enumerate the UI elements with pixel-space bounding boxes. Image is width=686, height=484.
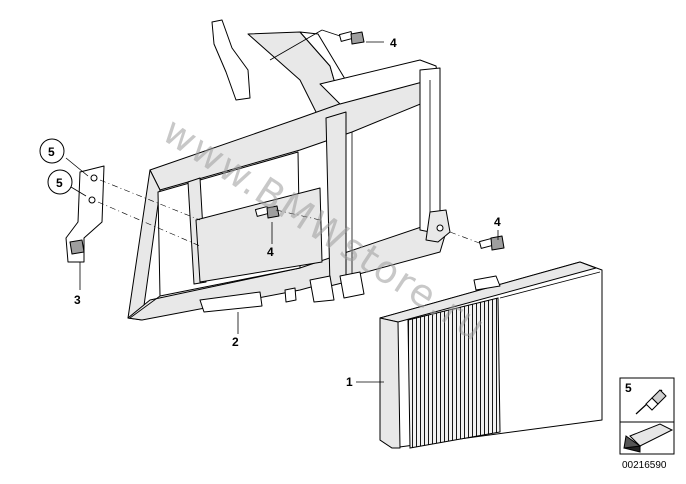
callout-4-middle: 4	[267, 245, 274, 259]
callout-5-lower: 5	[47, 169, 73, 195]
leader-lines	[65, 29, 499, 383]
screw-right	[478, 235, 505, 251]
callout-5-upper: 5	[39, 138, 65, 164]
legend-box: 5	[619, 377, 675, 455]
screw-top	[338, 31, 365, 45]
callout-3: 3	[74, 293, 81, 307]
callout-4-right: 4	[494, 215, 501, 229]
mounting-bracket	[65, 165, 105, 263]
callout-4-top: 4	[390, 36, 397, 50]
diagram-code: 00216590	[622, 460, 667, 471]
legend-label: 5	[625, 381, 632, 395]
arrow-plate-icon	[623, 423, 674, 453]
callout-5-upper-label: 5	[48, 145, 55, 159]
rivet-icon	[635, 389, 667, 415]
callout-5-lower-label: 5	[56, 176, 63, 190]
screw-middle	[254, 205, 280, 219]
callout-1: 1	[346, 375, 353, 389]
callout-2: 2	[232, 335, 239, 349]
microfilter	[379, 261, 603, 449]
filter-housing-frame	[127, 19, 451, 321]
